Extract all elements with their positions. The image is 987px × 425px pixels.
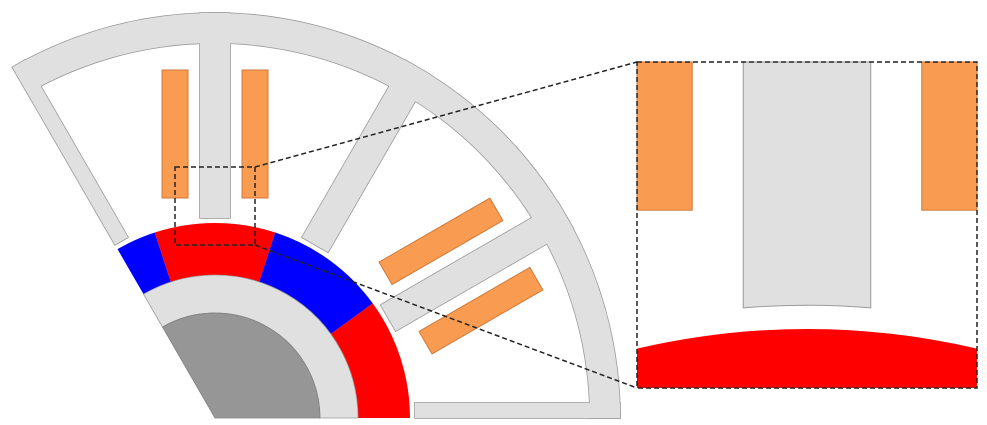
inset-frame bbox=[636, 61, 978, 389]
zoom-connector-top bbox=[254, 61, 638, 168]
stator-half-tooth-bottom bbox=[415, 403, 620, 418]
zoom-inset bbox=[636, 61, 978, 388]
stator-tooth bbox=[380, 202, 574, 331]
inset-stator-tooth bbox=[742, 61, 872, 309]
magnet-north bbox=[154, 223, 276, 282]
stator-half-tooth-left bbox=[12, 59, 128, 245]
coil bbox=[378, 197, 504, 286]
inset-magnet-north bbox=[637, 328, 977, 388]
shaft bbox=[161, 312, 321, 419]
inset-coil bbox=[636, 61, 693, 211]
stator bbox=[11, 12, 621, 419]
main-view bbox=[11, 12, 621, 419]
zoom-connector-bottom bbox=[254, 244, 638, 389]
stator-yoke bbox=[12, 13, 620, 418]
coil bbox=[418, 266, 544, 355]
zoom-region-box bbox=[174, 166, 256, 246]
stator-tooth bbox=[200, 13, 230, 218]
stator-tooth bbox=[302, 59, 431, 253]
magnet-north bbox=[330, 303, 410, 418]
magnet-south bbox=[117, 232, 171, 295]
inset-coil bbox=[921, 61, 978, 211]
